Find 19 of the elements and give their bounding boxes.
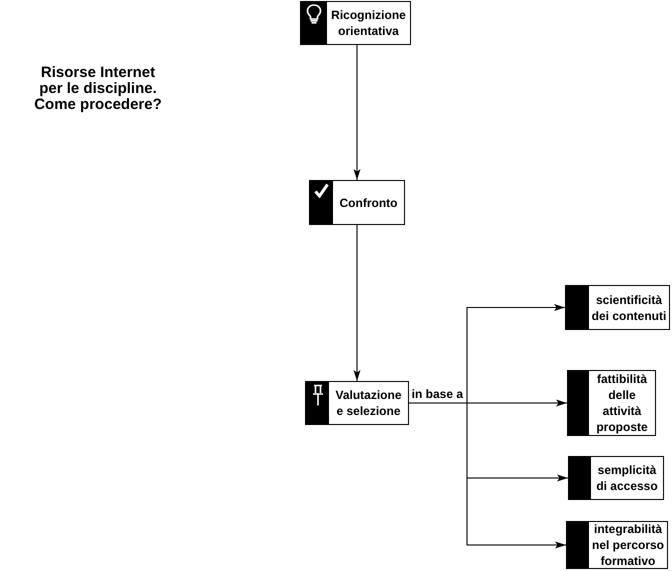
node-label: integrabilità nel percorso formativo [591, 521, 665, 569]
process-box [565, 285, 670, 330]
node-label: scientificità dei contenuti [591, 292, 667, 324]
process-box [305, 381, 409, 425]
arrow [408, 402, 566, 548]
arrow [354, 44, 360, 180]
process-box [567, 370, 656, 436]
process-box [568, 456, 664, 500]
process-box [300, 1, 411, 45]
arrow [354, 224, 360, 382]
node-label: fattibilità delle attività proposte [595, 371, 649, 435]
node-label: Valutazione e selezione [334, 387, 403, 419]
diagram-title: Risorse Internet per le discipline. Come procedere? [33, 65, 163, 113]
edge-label: in base a [412, 387, 463, 401]
node-label: Ricognizione orientativa [330, 7, 407, 39]
process-box [566, 521, 668, 569]
process-box [309, 180, 405, 225]
node-label: semplicità di accesso [595, 462, 659, 494]
node-label: Confronto [340, 194, 398, 210]
